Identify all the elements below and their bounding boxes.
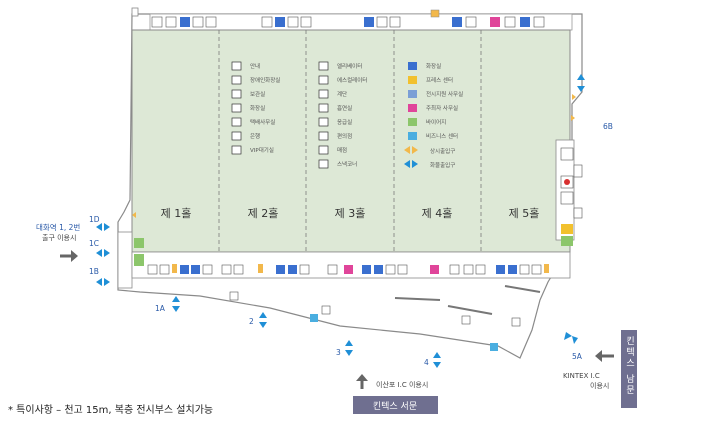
hall-label-2: 제 2홀 <box>248 207 279 220</box>
legend-label: 장애인화장실 <box>250 76 280 84</box>
arrow-from-kintex-ic <box>595 350 614 362</box>
gate-label: 5A <box>572 352 583 361</box>
legend-col-1: 안내 장애인화장실 보관실 화장실 택배사무실 은행 VIP대기실 <box>231 61 280 155</box>
convenience-store-icon <box>318 131 329 141</box>
legend-col-2: 엘리베이터 에스컬레이터 계단 흡연실 응급실 편의점 매점 스낵코너 <box>318 61 367 169</box>
kintex-ic-label-1: KINTEX I.C <box>563 372 600 380</box>
ilsan-ic-label: 이산포 I.C 이용시 <box>376 380 428 389</box>
bottom-lobby-facilities <box>134 238 549 275</box>
kintex-ic-label-2: 이용시 <box>590 381 609 390</box>
gate-6b[interactable]: 6B <box>577 74 613 131</box>
legend-label: 화장실 <box>250 104 265 112</box>
regular-entrance-markers <box>132 94 576 218</box>
elevator-icon <box>318 61 329 71</box>
legend-label: 화물출입구 <box>430 161 455 169</box>
legend-label: VIP대기실 <box>250 146 274 154</box>
legend-label: 안내 <box>250 62 260 70</box>
west-gate-label: 킨텍스 서문 <box>373 401 417 412</box>
top-strip-icons <box>151 9 545 28</box>
hall-label-1: 제 1홀 <box>161 207 192 220</box>
left-lobby <box>117 231 133 289</box>
daehwa-label-1: 대화역 1, 2번 <box>36 222 80 232</box>
legend-label: 응급실 <box>337 118 352 126</box>
gate-label: 1B <box>89 267 99 276</box>
snack-corner-icon <box>318 159 329 169</box>
gate-1b[interactable]: 1B <box>89 267 110 286</box>
storage-icon <box>231 89 242 99</box>
legend-swatch <box>408 76 417 84</box>
south-gate-box[interactable] <box>621 330 637 408</box>
hall-label-4: 제 4홀 <box>422 207 453 220</box>
legend-label: 에스컬레이터 <box>337 76 367 84</box>
legend-label: 비즈니스 센터 <box>426 132 458 140</box>
restroom-icon <box>231 103 242 113</box>
kiosk-icon <box>318 145 329 155</box>
right-column-facilities <box>560 147 583 246</box>
arrow-from-daehwa <box>60 250 78 262</box>
first-aid-icon <box>318 117 329 127</box>
gate-label: 1A <box>155 304 166 313</box>
legend-label: 매점 <box>337 146 347 154</box>
legend-label: 바이어지 <box>426 118 446 126</box>
legend-label: 편의점 <box>337 132 352 140</box>
info-icon <box>231 61 242 71</box>
hall-label-3: 제 3홀 <box>335 207 366 220</box>
west-gate-box[interactable] <box>353 396 438 414</box>
legend-label: 엘리베이터 <box>337 62 362 70</box>
legend-swatch <box>408 118 417 126</box>
legend-swatch <box>408 132 417 140</box>
arrow-from-ilsan <box>356 374 368 389</box>
gate-label: 6B <box>603 122 613 131</box>
gate-2[interactable]: 2 <box>249 312 267 328</box>
stairs-icon <box>318 89 329 99</box>
legend-swatch <box>408 62 417 70</box>
bank-icon <box>231 131 242 141</box>
daehwa-label-2: 출구 이용시 <box>42 233 76 242</box>
accessible-restroom-icon <box>231 75 242 85</box>
special-note: * 특이사항 – 천고 15m, 복층 전시부스 설치가능 <box>8 404 213 416</box>
legend-label: 택배사무실 <box>250 118 275 126</box>
legend-label: 전시지원 사무실 <box>426 90 463 98</box>
gate-1d[interactable]: 1D <box>89 215 110 231</box>
regular-entrance-icon <box>404 146 418 154</box>
legend-label: 화장실 <box>426 62 441 70</box>
vip-lounge-icon <box>231 145 242 155</box>
escalator-icon <box>318 75 329 85</box>
legend-label: 프레스 센터 <box>426 76 453 84</box>
smoking-room-icon <box>318 103 329 113</box>
legend-col-3: 화장실 프레스 센터 전시지원 사무실 주최자 사무실 비즈니스 센터 바이어지… <box>404 62 463 169</box>
legend-label: 계단 <box>337 90 347 98</box>
gate-label: 2 <box>249 317 254 326</box>
legend-label: 스낵코너 <box>337 160 357 168</box>
gate-label: 4 <box>424 358 429 367</box>
gate-1a[interactable]: 1A <box>155 296 180 313</box>
cargo-entrance-icon <box>404 160 418 168</box>
gate-label: 1C <box>89 239 99 248</box>
legend-label: 은행 <box>250 132 260 140</box>
gate-5a[interactable]: 5A <box>564 332 583 361</box>
south-gate-label: 킨텍스 남문 <box>624 336 634 396</box>
legend-label: 주최자 사무실 <box>426 104 458 112</box>
legend-swatch <box>408 90 417 98</box>
hall-floor <box>131 29 571 253</box>
legend-label: 흡연실 <box>337 104 352 112</box>
gate-label: 3 <box>336 348 341 357</box>
legend-label: 보관실 <box>250 90 265 98</box>
gate-3[interactable]: 3 <box>336 340 353 357</box>
hall-label-5: 제 5홀 <box>509 207 540 220</box>
delivery-icon <box>231 117 242 127</box>
gate-1c[interactable]: 1C <box>89 239 110 257</box>
gate-4[interactable]: 4 <box>424 352 441 368</box>
legend-label: 상시출입구 <box>430 147 455 155</box>
outdoor-fixtures <box>229 285 541 351</box>
legend-swatch <box>408 104 417 112</box>
gate-label: 1D <box>89 215 100 224</box>
